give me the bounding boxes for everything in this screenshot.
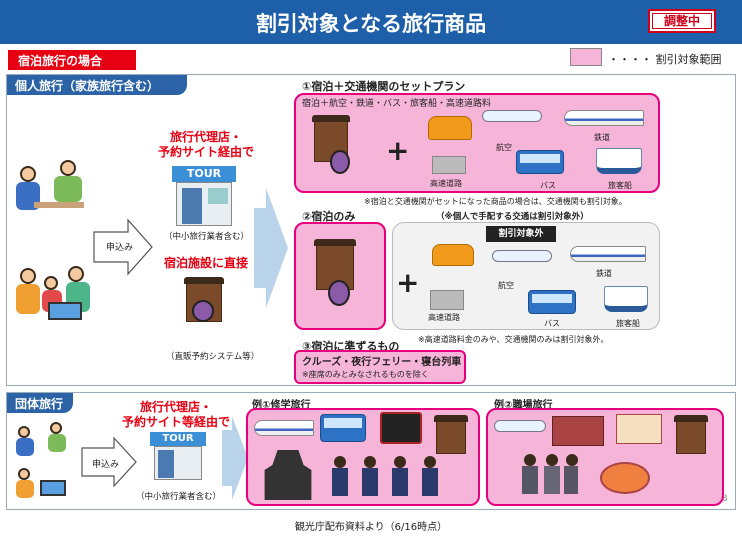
status-stamp: 調整中 [648, 9, 716, 33]
plan3-heading: ③宿泊に準ずるもの [302, 340, 400, 353]
apply-arrow [93, 218, 153, 276]
plan1-sub: 宿泊＋航空・鉄道・バス・旅客船・高速道路料 [302, 99, 492, 109]
ex2-market-icon [552, 416, 604, 446]
ex1-bus-icon [320, 414, 366, 442]
agency-note: （中小旅行業者含む） [164, 232, 250, 242]
plan2-label-rail: 鉄道 [596, 269, 612, 278]
group-consultation-illustration [14, 420, 72, 460]
stamp-label: 調整中 [663, 14, 700, 28]
ex2-seafood-icon [600, 462, 650, 494]
plan2-label-expressway: 高速道路 [428, 313, 460, 322]
plan1-box [294, 93, 660, 193]
ex2-colleagues-icon [520, 452, 580, 498]
individual-tag: 個人旅行（家族旅行含む） [7, 75, 187, 95]
title-bar: 割引対象となる旅行商品 調整中 [0, 0, 742, 44]
footer-source: 観光庁配布資料より（6/16時点） [294, 522, 448, 533]
legend-label: ・・・・ 割引対象範囲 [608, 53, 722, 66]
plan1-label-ship: 旅客船 [608, 181, 632, 190]
plan1-road-icon [432, 156, 466, 174]
legend-swatch [570, 48, 602, 66]
plan3-box [294, 350, 466, 384]
plan1-ship-icon [596, 148, 642, 174]
plan1-label-expressway: 高速道路 [430, 179, 462, 188]
ex2-hotel-icon [674, 415, 708, 454]
direct-note: （直販予約システム等） [166, 352, 260, 362]
ex1-bento-icon [380, 412, 422, 444]
page-number: 3 [722, 494, 728, 504]
plan2-car-icon [432, 244, 474, 266]
ex1-students-icon [330, 454, 460, 500]
group-apply-arrow [81, 436, 137, 488]
group-agency-label: 旅行代理店・ 予約サイト等経由で [121, 400, 230, 429]
plan3-main: クルーズ・夜行フェリー・寝台列車 [302, 357, 462, 368]
group-tag: 団体旅行 [7, 393, 73, 413]
plan1-heading: ①宿泊＋交通機関のセットプラン [302, 80, 466, 93]
plan2-label-air: 航空 [498, 281, 514, 290]
consultation-illustration [14, 158, 92, 226]
group-flow-arrow [222, 416, 248, 500]
page-title: 割引対象となる旅行商品 [255, 12, 487, 36]
plan2-road-icon [430, 290, 464, 310]
plan3-sub: ※座席のみとみなされるものを除く [302, 370, 429, 379]
group-apply-label: 申込み [92, 460, 120, 470]
group-travel-agency-icon: TOUR [150, 432, 206, 480]
plan1-label-air: 航空 [496, 143, 512, 152]
direct-label: 宿泊施設に直接 [163, 256, 248, 270]
agency-label: 旅行代理店・ 予約サイト経由で [157, 130, 254, 159]
plan2-bus-icon [528, 290, 576, 314]
ex1-train-icon [254, 420, 314, 436]
ex2-heading: 例②職場旅行 [494, 400, 553, 411]
plan1-label-bus: バス [540, 181, 556, 190]
plan1-plane-icon [482, 110, 542, 122]
plan2-note-top: （※個人で手配する交通は割引対象外） [436, 212, 589, 222]
ex2-shop-icon [616, 414, 662, 444]
plan2-heading: ②宿泊のみ [302, 210, 356, 223]
ex2-plane-icon [494, 420, 546, 432]
plan2-label-bus: バス [544, 319, 560, 328]
plan2-plus: + [396, 266, 420, 299]
plan1-train-icon [564, 110, 644, 126]
plan1-bus-icon [516, 150, 564, 174]
group-computer-illustration [14, 466, 72, 500]
plan2-hostess-icon [328, 280, 350, 306]
plan1-hostess-icon [330, 150, 350, 174]
flow-arrow [254, 188, 288, 308]
ex1-heading: 例①修学旅行 [252, 400, 311, 411]
plan2-note: ※高速道路料金のみや、交通機関のみは割引対象外。 [418, 335, 609, 344]
travel-agency-icon: TOUR [172, 166, 236, 228]
plan1-plus: + [386, 134, 410, 167]
plan1-car-icon [428, 116, 472, 140]
plan2-label-ship: 旅客船 [616, 319, 640, 328]
group-tour-sign: TOUR [150, 432, 206, 446]
excluded-tag: 割引対象外 [486, 226, 556, 242]
hostess-icon [192, 300, 214, 322]
family-computer-illustration [14, 262, 94, 332]
plan1-note: ※宿泊と交通機関がセットになった商品の場合は、交通機関も割引対象。 [364, 197, 627, 206]
plan1-label-rail: 鉄道 [594, 133, 610, 142]
ex1-hotel-icon [434, 415, 468, 454]
tour-sign: TOUR [172, 166, 236, 182]
apply-label: 申込み [106, 243, 134, 253]
plan2-plane-icon [492, 250, 552, 262]
plan2-train-icon [570, 246, 646, 262]
case-tag: 宿泊旅行の場合 [8, 50, 136, 70]
group-agency-note: （中小旅行業者含む） [136, 492, 222, 502]
plan2-ship-icon [604, 286, 648, 312]
